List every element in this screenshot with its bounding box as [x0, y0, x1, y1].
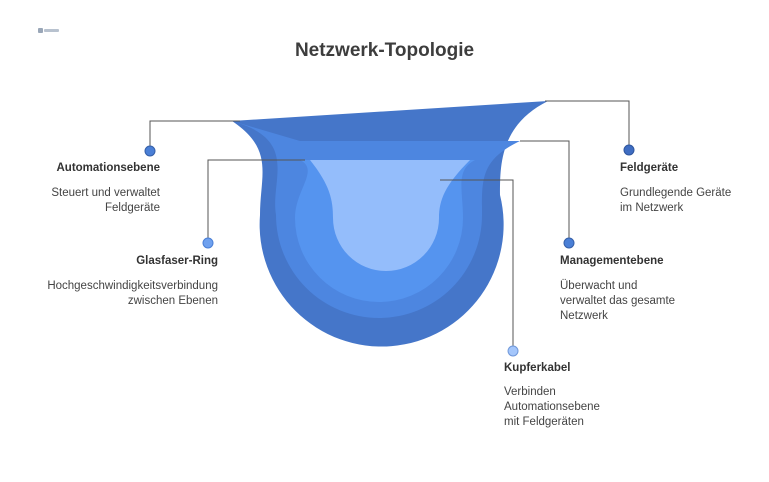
dot-glasfaser: [202, 237, 214, 249]
logo-icon: [38, 28, 59, 33]
connector-management: [520, 140, 570, 243]
dot-feldgeraete: [623, 144, 635, 156]
connectors: [149, 100, 630, 350]
connector-feldgeraete: [545, 100, 630, 150]
label-kupfer-title: Kupferkabel: [504, 362, 571, 374]
label-glasfaser-desc: Hochgeschwindigkeitsverbindung zwischen …: [47, 280, 218, 307]
label-glasfaser-title: Glasfaser-Ring: [136, 255, 218, 267]
dot-automation: [144, 145, 156, 157]
label-automation-title: Automationsebene: [56, 162, 160, 174]
label-management-desc: Überwacht und verwaltet das gesamte Netz…: [560, 280, 676, 322]
page-title: Netzwerk-Topologie: [294, 40, 475, 61]
dot-kupfer: [507, 345, 519, 357]
label-automation-desc: Steuert und verwaltet Feldgeräte: [51, 187, 160, 214]
label-feldgeraete-desc: Grundlegende Geräte im Netzwerk: [620, 187, 732, 214]
label-management-title: Managementebene: [560, 255, 664, 267]
connector-kupfer: [440, 179, 514, 350]
dot-management: [563, 237, 575, 249]
label-feldgeraete-title: Feldgeräte: [620, 162, 679, 174]
connector-automation: [149, 120, 240, 151]
ring-inner: [310, 160, 470, 271]
connector-glasfaser: [207, 159, 305, 243]
label-kupfer-desc: Verbinden Automationsebene mit Feldgerät…: [504, 386, 600, 428]
